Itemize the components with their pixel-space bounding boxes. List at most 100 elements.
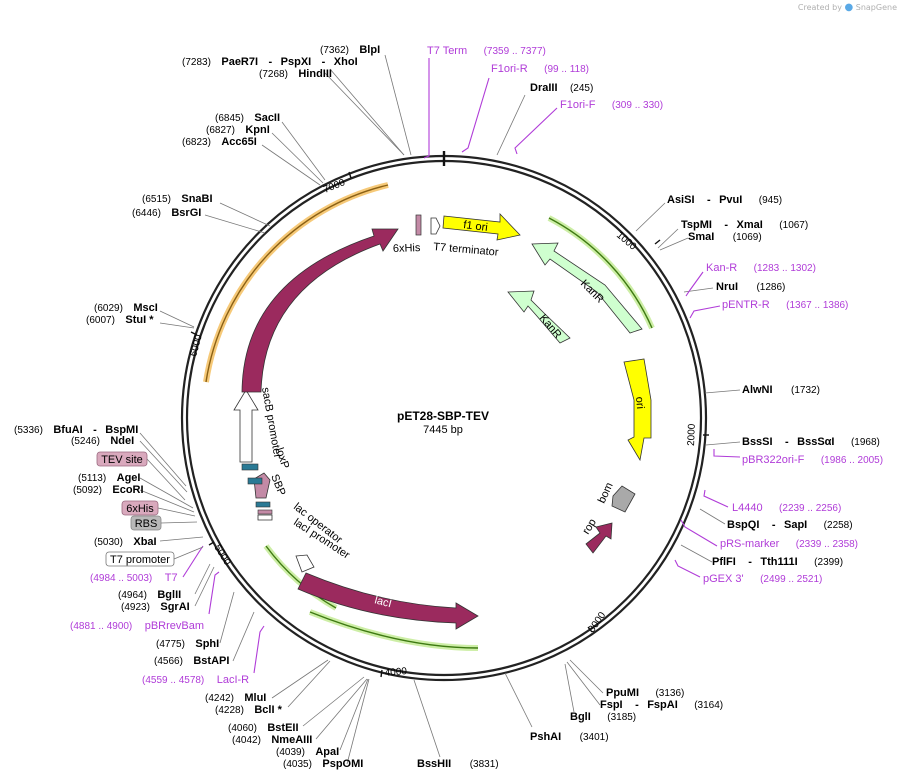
- leader-pspomi: [346, 678, 370, 765]
- leader-apai: [339, 678, 369, 751]
- leader-ecori: [139, 489, 195, 513]
- site-label-sgrai: (4923) SgrAI: [121, 597, 190, 614]
- site-label-nrui: NruI (1286): [716, 277, 785, 294]
- primer-leader-pentr-r: [689, 305, 721, 319]
- box-t7-promoter-label: T7 promoter: [110, 554, 170, 566]
- site-leader-lines: [139, 54, 741, 765]
- feature-lac-operator: [257, 514, 273, 521]
- tick-7000: [348, 171, 352, 179]
- leader-nmeaiii: [315, 678, 368, 740]
- tick-5000: [208, 541, 215, 546]
- feature-small-box-2: [255, 501, 271, 508]
- feature-f1-ori: [442, 213, 521, 241]
- site-label-blpi: (7362) BlpI: [320, 40, 380, 57]
- site-label-agei: (5113) AgeI: [78, 468, 140, 485]
- site-label-bsrgi: (6446) BsrGI: [132, 203, 201, 220]
- primer-leader-f1ori-f: [514, 107, 558, 155]
- watermark: Created by ● SnapGene: [798, 2, 897, 13]
- feature-6xhis-top-label: 6xHis: [393, 242, 421, 255]
- leader-pshai: [504, 672, 533, 728]
- feature-t7-terminator-label: T7 terminator: [433, 241, 500, 259]
- site-label-mlui: (4242) MluI: [205, 688, 266, 705]
- primer-leader-f1ori-r: [461, 77, 490, 153]
- feature-small-box-1: [247, 477, 263, 485]
- primer-label-kan-r: Kan-R (1283 .. 1302): [706, 258, 816, 275]
- leader-blpi: [384, 54, 412, 156]
- site-label-stui: (6007) StuI *: [86, 310, 154, 327]
- tick-label-6000: 6000: [188, 333, 204, 358]
- plasmid-length: 7445 bp: [423, 424, 463, 436]
- highlight-green-arc-right: [547, 215, 655, 330]
- site-label-bstapi: (4566) BstAPI: [154, 651, 229, 668]
- site-label-ecori: (5092) EcoRI: [73, 480, 144, 497]
- primer-label-l4440: L4440 (2239 .. 2256): [732, 498, 841, 515]
- site-label-bglii: (4964) BglII: [118, 585, 181, 602]
- site-label-nmeaiii: (4042) NmeAIII: [232, 730, 312, 747]
- feature-laci-promoter: [295, 554, 315, 573]
- primer-label-pbr322ori-f: pBR322ori-F (1986 .. 2005): [742, 450, 883, 467]
- primer-leader-t7term: [423, 58, 430, 159]
- site-label-snabi: (6515) SnaBI: [142, 189, 213, 206]
- box-tev-site-label: TEV site: [101, 454, 143, 466]
- backbone: [180, 151, 708, 682]
- highlight-orange-arc-line: [205, 184, 389, 383]
- site-label-ppumi: PpuMI (3136): [606, 683, 684, 700]
- leader-acc65i: [261, 144, 321, 186]
- feature-sbp-label: SBP: [268, 473, 287, 498]
- leader-pflfi: [680, 544, 713, 563]
- site-label-bsteii: (4060) BstEII: [228, 718, 299, 735]
- feature-f1-ori-label: f1 ori: [463, 219, 489, 234]
- plasmid-name: pET28-SBP-TEV: [397, 409, 489, 423]
- feature-sacb-promoter: [233, 389, 259, 463]
- box-6xhis-leader: [157, 507, 196, 517]
- feature-loxp: [241, 463, 259, 471]
- site-label-sphi: (4775) SphI: [156, 634, 219, 651]
- primer-leader-l4440: [703, 489, 729, 508]
- primer-leader-kan-r: [685, 271, 704, 297]
- feature-laci: [297, 572, 479, 630]
- feature-t7-terminator: [430, 217, 441, 235]
- primer-label-f1ori-f: F1ori-F (309 .. 330): [560, 95, 663, 112]
- primer-labels: T7 Term (7359 .. 7377) F1ori-R (99 .. 11…: [70, 45, 883, 686]
- site-label-asisi: AsiSI - PvuI (945): [667, 190, 782, 207]
- leader-bspqi: [699, 508, 726, 525]
- feature-rop-label: rop: [580, 517, 599, 537]
- primer-leader-pbrrevbam: [208, 571, 220, 615]
- leader-bsrgi: [204, 214, 266, 234]
- leader-sgrai: [194, 566, 215, 607]
- leader-bglii: [194, 563, 211, 595]
- leader-nrui: [683, 287, 714, 293]
- site-labels: (7283) PaeR7I - PspXI - XhoI (7362) BlpI…: [14, 40, 880, 771]
- snapgene-logo-icon: ●: [844, 2, 854, 13]
- primer-leader-pbr322ori-f: [713, 449, 741, 458]
- site-label-sacii: (6845) SacII: [215, 108, 280, 125]
- leader-bcli: [287, 660, 331, 708]
- primer-leader-laci-r: [253, 625, 265, 674]
- leader-msci: [159, 310, 195, 328]
- site-label-msci: (6029) MscI: [94, 298, 158, 315]
- leader-paer7i: [329, 68, 405, 156]
- site-label-bgli: BglI (3185): [570, 707, 636, 724]
- site-label-bspqi: BspQI - SapI (2258): [727, 515, 853, 532]
- box-rbs-leader: [160, 521, 198, 524]
- box-rbs-label: RBS: [135, 518, 158, 530]
- feature-sacb-promoter-label: sacB promoter: [259, 386, 283, 459]
- box-t7-promoter-leader: [173, 546, 204, 560]
- leader-bsteii: [302, 676, 365, 727]
- tick-label-1000: 1000: [614, 230, 638, 253]
- site-label-acc65i: (6823) Acc65I: [182, 132, 257, 149]
- site-label-kpni: (6827) KpnI: [206, 120, 270, 137]
- leader-bgli: [564, 663, 575, 713]
- highlight-green-lacI-line: [309, 611, 479, 649]
- leader-smai: [659, 237, 689, 251]
- highlight-green-arc-left-line: [265, 545, 337, 609]
- site-label-pspomi: (4035) PspOMI: [283, 754, 363, 771]
- leader-asisi: [635, 202, 666, 232]
- tick-label-3000: 3000: [586, 610, 608, 635]
- site-label-tspmi: TspMI - XmaI (1067): [681, 215, 808, 232]
- primer-label-f1ori-r: F1ori-R (99 .. 118): [491, 59, 589, 76]
- feature-small-box-3: [257, 509, 273, 515]
- site-label-hindiii: (7268) HindIII: [259, 64, 332, 81]
- tick-6000: [190, 331, 198, 336]
